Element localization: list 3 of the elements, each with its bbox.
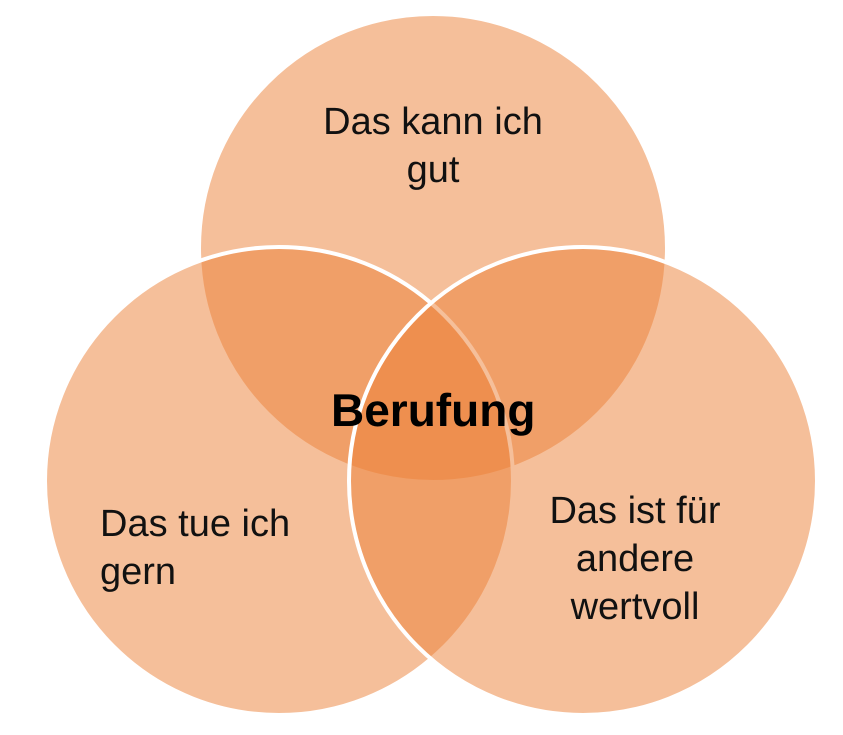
circle-label: Das ist für andere wertvoll — [548, 489, 722, 630]
circle-label: Das tue ich gern — [100, 502, 292, 595]
circle-label: Das kann ich gut — [322, 100, 544, 193]
